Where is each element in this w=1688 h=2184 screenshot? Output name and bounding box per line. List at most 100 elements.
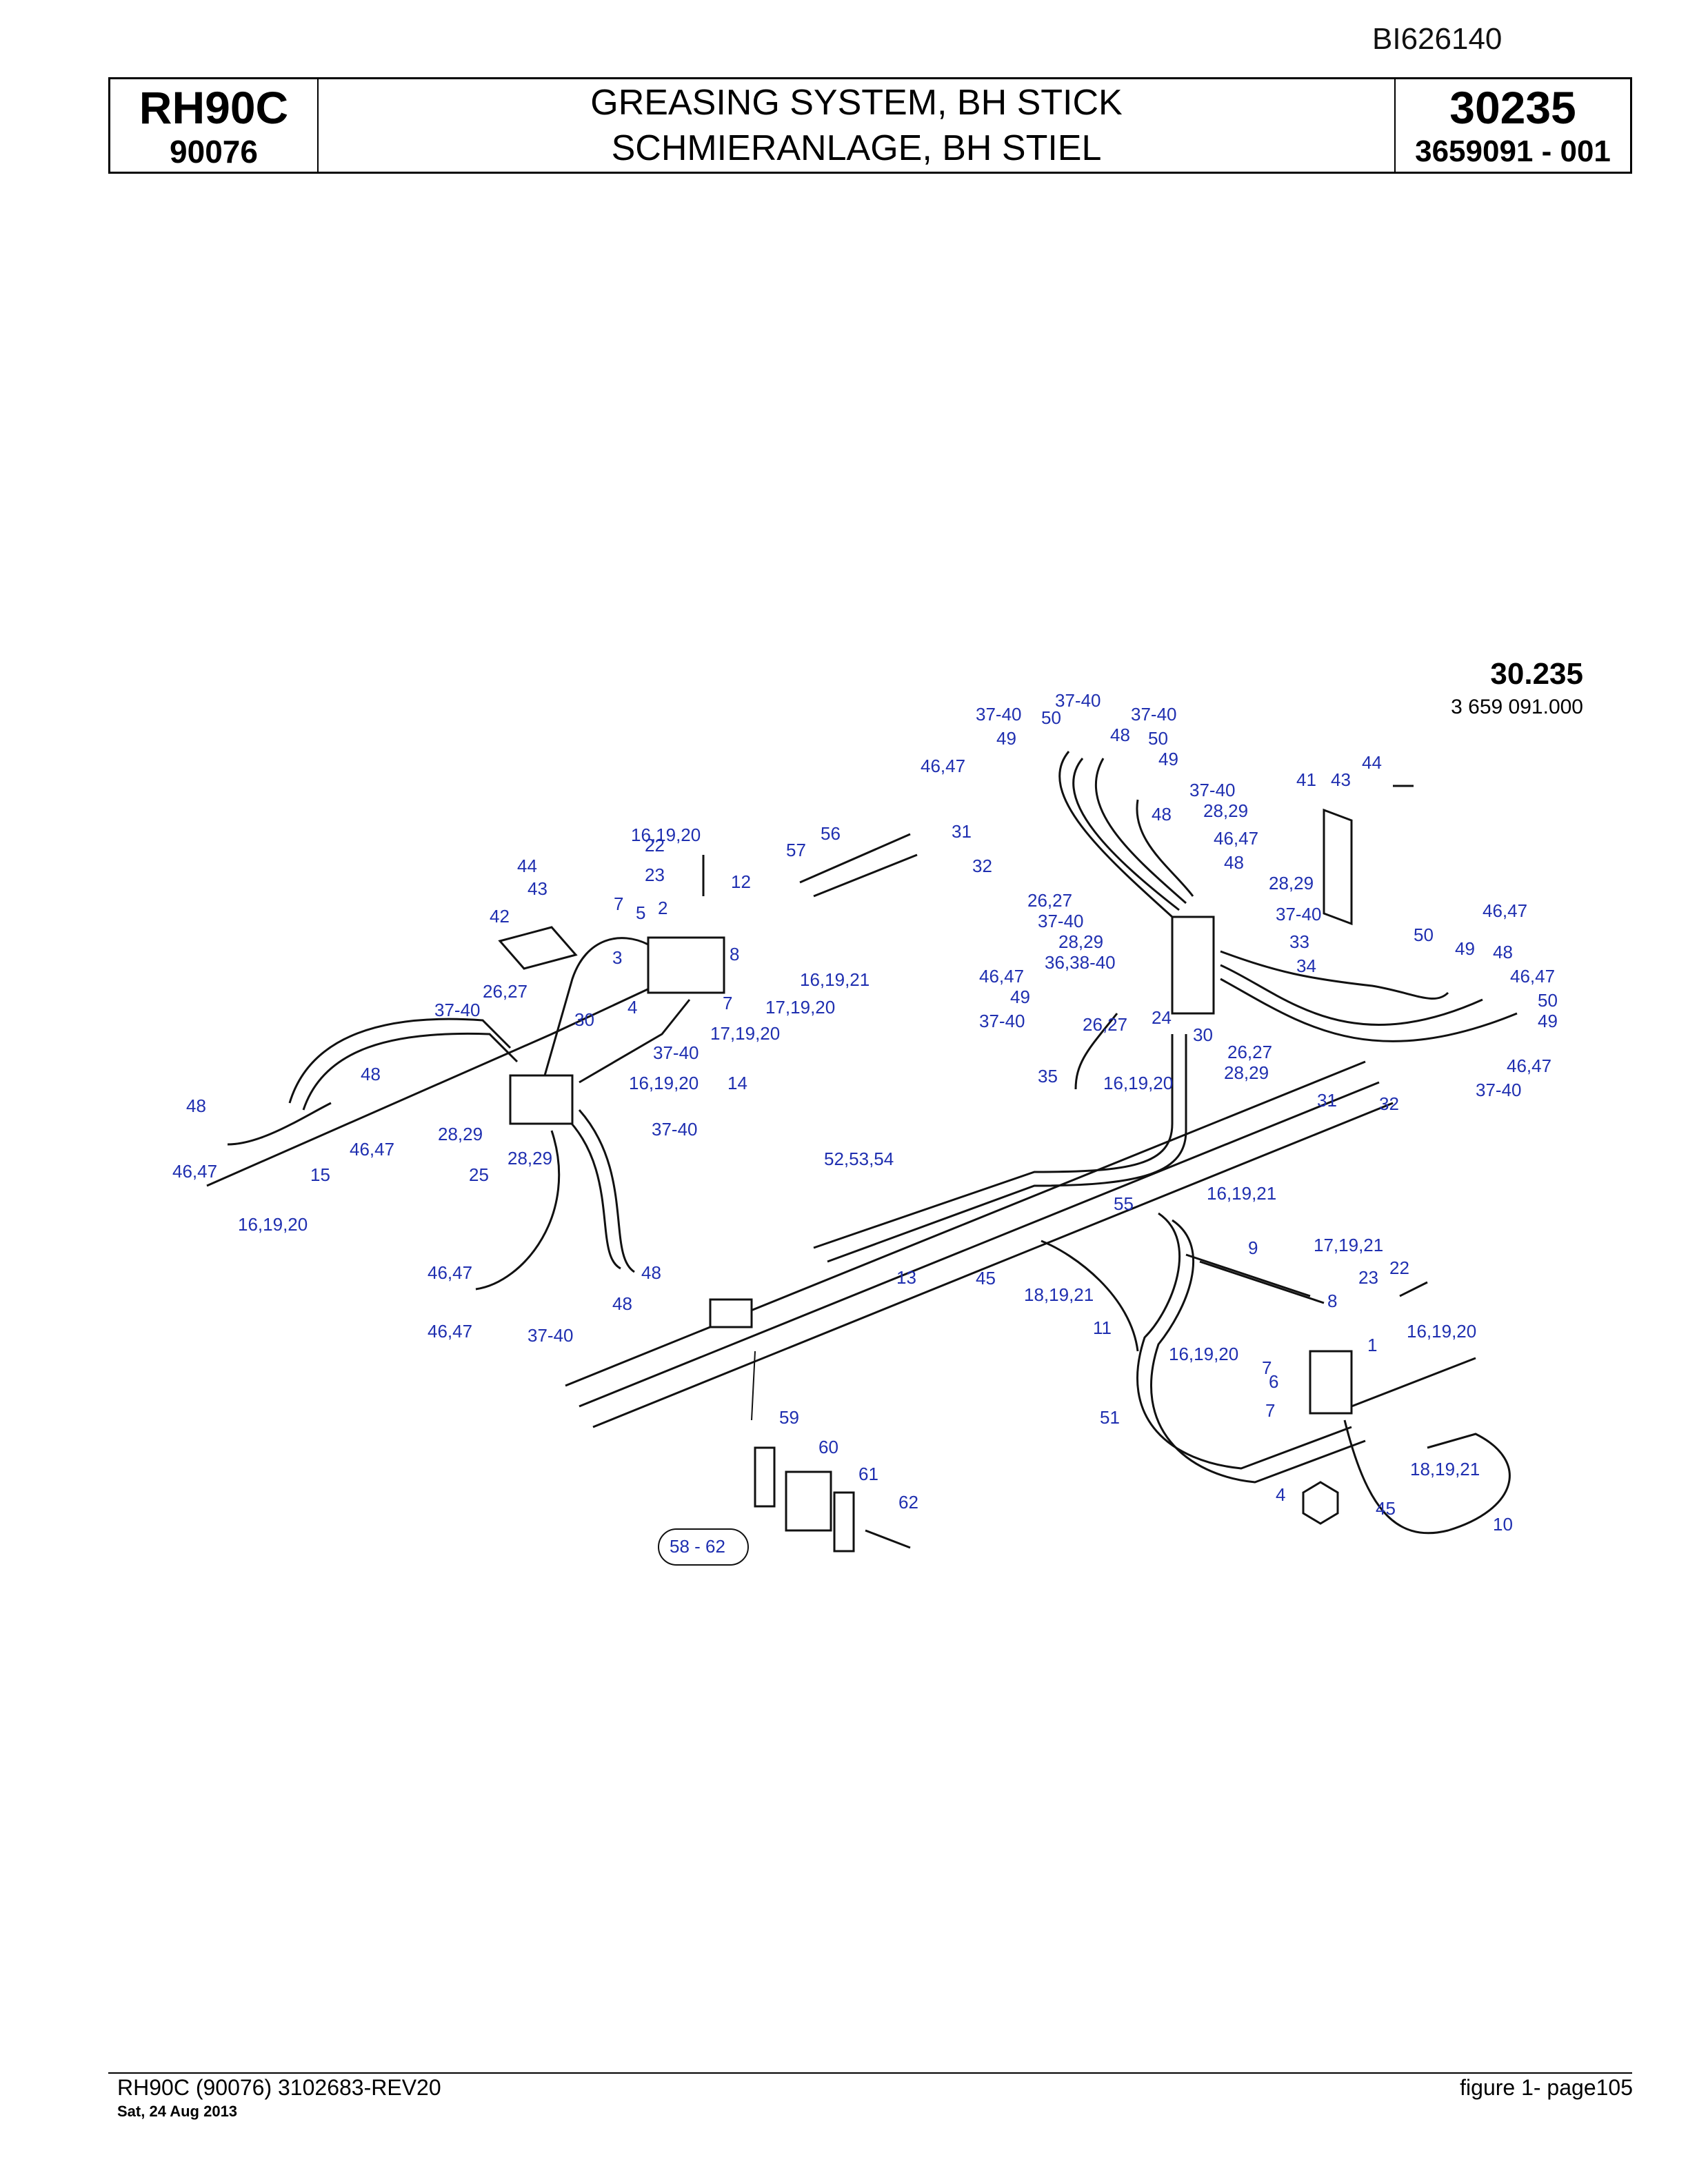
callout-label: 41 bbox=[1296, 769, 1316, 790]
callout-label: 37-40 bbox=[528, 1325, 574, 1346]
callout-label: 16,19,21 bbox=[1207, 1183, 1276, 1204]
callout-label: 45 bbox=[976, 1268, 996, 1288]
callout-label: 4 bbox=[627, 997, 637, 1018]
footer-date: Sat, 24 Aug 2013 bbox=[117, 2103, 238, 2120]
callout-label: 7 bbox=[1262, 1357, 1272, 1378]
callout-label: 14 bbox=[727, 1073, 747, 1093]
callout-label: 26,27 bbox=[1027, 890, 1072, 911]
callout-label: 3 bbox=[612, 947, 622, 968]
callout-label: 16,19,20 bbox=[629, 1073, 699, 1093]
callout-label: 37-40 bbox=[979, 1011, 1025, 1031]
callout-label: 16,19,20 bbox=[238, 1214, 308, 1235]
callout-label: 57 bbox=[786, 840, 806, 860]
mounting-plate-right bbox=[1323, 808, 1353, 926]
callout-label: 5 bbox=[636, 902, 645, 923]
kit-oval bbox=[658, 1528, 749, 1566]
pipe-lines bbox=[206, 751, 1518, 1535]
callout-label: 7 bbox=[1265, 1400, 1275, 1421]
mounting-plate-left bbox=[498, 926, 578, 970]
callout-label: 18,19,21 bbox=[1410, 1459, 1480, 1479]
callout-label: 28,29 bbox=[1203, 800, 1248, 821]
callout-label: 50 bbox=[1414, 924, 1434, 945]
model-cell: RH90C 90076 bbox=[110, 79, 319, 172]
callout-label: 46,47 bbox=[172, 1161, 217, 1182]
callout-label: 16,19,20 bbox=[1407, 1321, 1476, 1342]
callout-label: 49 bbox=[1455, 938, 1475, 959]
callout-label: 52,53,54 bbox=[824, 1149, 894, 1169]
callout-label: 46,47 bbox=[1214, 828, 1258, 849]
callout-label: 37-40 bbox=[976, 704, 1022, 725]
callout-label: 31 bbox=[952, 821, 972, 842]
callout-label: 17,19,21 bbox=[1314, 1235, 1383, 1255]
callout-label: 16,19,20 bbox=[631, 825, 701, 845]
callout-label: 46,47 bbox=[1510, 966, 1555, 987]
callout-label: 51 bbox=[1100, 1407, 1120, 1428]
callout-label: 23 bbox=[1358, 1267, 1378, 1288]
callout-label: 32 bbox=[972, 856, 992, 876]
callout-label: 26,27 bbox=[1227, 1042, 1272, 1062]
footer-page: figure 1- page105 bbox=[1460, 2075, 1633, 2100]
callout-label: 37-40 bbox=[653, 1042, 699, 1063]
callout-label: 46,47 bbox=[428, 1262, 472, 1283]
callout-label: 46,47 bbox=[350, 1139, 394, 1160]
callout-label: 24 bbox=[1152, 1007, 1172, 1028]
callout-label: 28,29 bbox=[1058, 931, 1103, 952]
callout-label: 34 bbox=[1296, 956, 1316, 976]
title-block: RH90C 90076 GREASING SYSTEM, BH STICK SC… bbox=[108, 77, 1632, 174]
callout-label: 22 bbox=[1389, 1257, 1409, 1278]
callout-label: 22 bbox=[645, 835, 665, 856]
callout-label: 42 bbox=[490, 906, 510, 927]
callout-label: 13 bbox=[896, 1267, 916, 1288]
callout-label: 49 bbox=[1010, 987, 1030, 1007]
callout-label: 48 bbox=[612, 1293, 632, 1314]
callout-label: 58 - 62 bbox=[670, 1536, 725, 1557]
callout-label: 60 bbox=[818, 1437, 838, 1457]
title-german: SCHMIERANLAGE, BH STIEL bbox=[611, 128, 1102, 168]
callout-label: 37-40 bbox=[652, 1119, 698, 1140]
callout-label: 11 bbox=[1093, 1317, 1112, 1338]
callout-label: 56 bbox=[821, 823, 841, 844]
figure-part-number: 3 659 091.000 bbox=[1451, 696, 1583, 718]
distributor-block-lower-right bbox=[1309, 1350, 1353, 1415]
distributor-block-upper-left bbox=[647, 936, 725, 994]
title-cell: GREASING SYSTEM, BH STICK SCHMIERANLAGE,… bbox=[319, 79, 1396, 172]
callout-label: 26,27 bbox=[1083, 1014, 1127, 1035]
callout-label: 16,19,20 bbox=[1169, 1344, 1238, 1364]
callout-label: 55 bbox=[1114, 1193, 1134, 1214]
callout-label: 45 bbox=[1376, 1498, 1396, 1519]
callout-label: 32 bbox=[1379, 1093, 1399, 1114]
callout-label: 37-40 bbox=[434, 1000, 481, 1020]
callout-label: 48 bbox=[641, 1262, 661, 1283]
callout-label: 48 bbox=[1152, 804, 1172, 825]
distributor-block-upper-right bbox=[1171, 916, 1215, 1015]
callout-label: 46,47 bbox=[979, 966, 1024, 987]
part-number: 3659091 - 001 bbox=[1415, 134, 1611, 168]
callout-label: 46,47 bbox=[921, 756, 965, 776]
callout-label: 12 bbox=[731, 871, 751, 892]
model-name: RH90C bbox=[139, 82, 289, 133]
callout-label: 28,29 bbox=[438, 1124, 483, 1144]
callout-label: 50 bbox=[1041, 707, 1061, 728]
callout-label: 50 bbox=[1538, 990, 1558, 1011]
callout-label: 50 bbox=[1148, 728, 1168, 749]
clamp-plate-61 bbox=[833, 1491, 855, 1553]
callout-label: 35 bbox=[1038, 1066, 1058, 1086]
callout-label: 48 bbox=[186, 1095, 206, 1116]
footer-document-ref: RH90C (90076) 3102683-REV20 bbox=[117, 2075, 441, 2100]
pipe-clamp bbox=[709, 1298, 753, 1328]
footer-rule bbox=[108, 2072, 1632, 2074]
document-id: BI626140 bbox=[1372, 22, 1503, 56]
callout-label: 8 bbox=[730, 944, 739, 964]
callout-label: 6 bbox=[1269, 1371, 1278, 1392]
callout-label: 44 bbox=[517, 856, 537, 876]
detail-pointer bbox=[751, 1351, 756, 1421]
clamp-plate-59 bbox=[754, 1446, 776, 1508]
callout-label: 37-40 bbox=[1476, 1080, 1522, 1100]
callout-label: 46,47 bbox=[1483, 900, 1527, 921]
bolt-22-right bbox=[1399, 1281, 1428, 1297]
callout-label: 16,19,20 bbox=[1103, 1073, 1173, 1093]
callout-label: 49 bbox=[1538, 1011, 1558, 1031]
serial-number: 90076 bbox=[170, 134, 258, 170]
